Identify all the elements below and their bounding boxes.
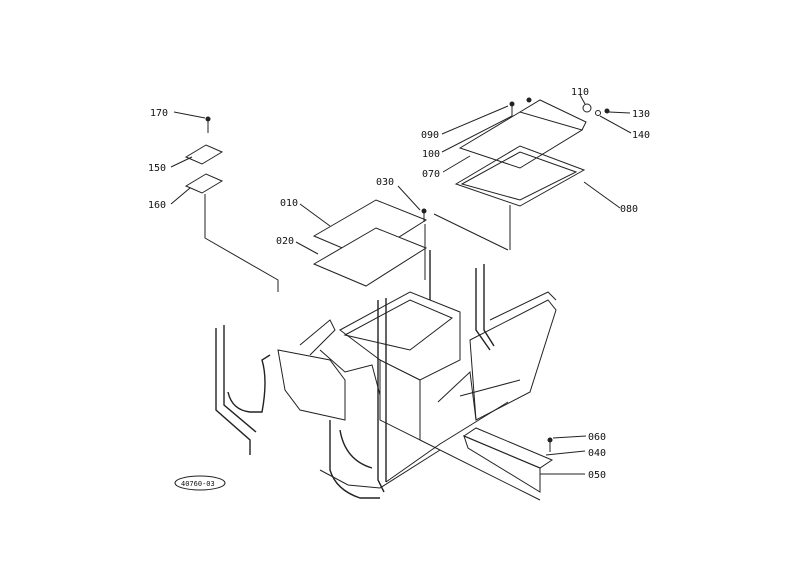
floor-mat-assembly	[462, 427, 554, 493]
part-label-080: 080	[620, 204, 638, 215]
small-plate-assembly	[184, 116, 279, 292]
roof-plate-assembly	[433, 97, 610, 251]
part-label-010: 010	[280, 198, 298, 209]
part-number-labels: 170 150 160 010 020 030 090 100 070 110 …	[148, 87, 650, 481]
drawing-code-stamp: 40760-03	[174, 475, 226, 491]
part-label-050: 050	[588, 470, 606, 481]
part-label-060: 060	[588, 432, 606, 443]
part-label-030: 030	[376, 177, 394, 188]
part-label-150: 150	[148, 163, 166, 174]
part-label-020: 020	[276, 236, 294, 247]
part-label-040: 040	[588, 448, 606, 459]
part-label-140: 140	[632, 130, 650, 141]
drawing-code-label: 40760-03	[181, 480, 215, 488]
part-label-100: 100	[422, 149, 440, 160]
part-label-160: 160	[148, 200, 166, 211]
floor-plate-assembly	[312, 199, 428, 287]
cab-frame	[215, 250, 557, 501]
part-label-130: 130	[632, 109, 650, 120]
part-label-170: 170	[150, 108, 168, 119]
part-label-110: 110	[571, 87, 589, 98]
part-label-070: 070	[422, 169, 440, 180]
leader-lines	[170, 94, 632, 475]
part-label-090: 090	[421, 130, 439, 141]
